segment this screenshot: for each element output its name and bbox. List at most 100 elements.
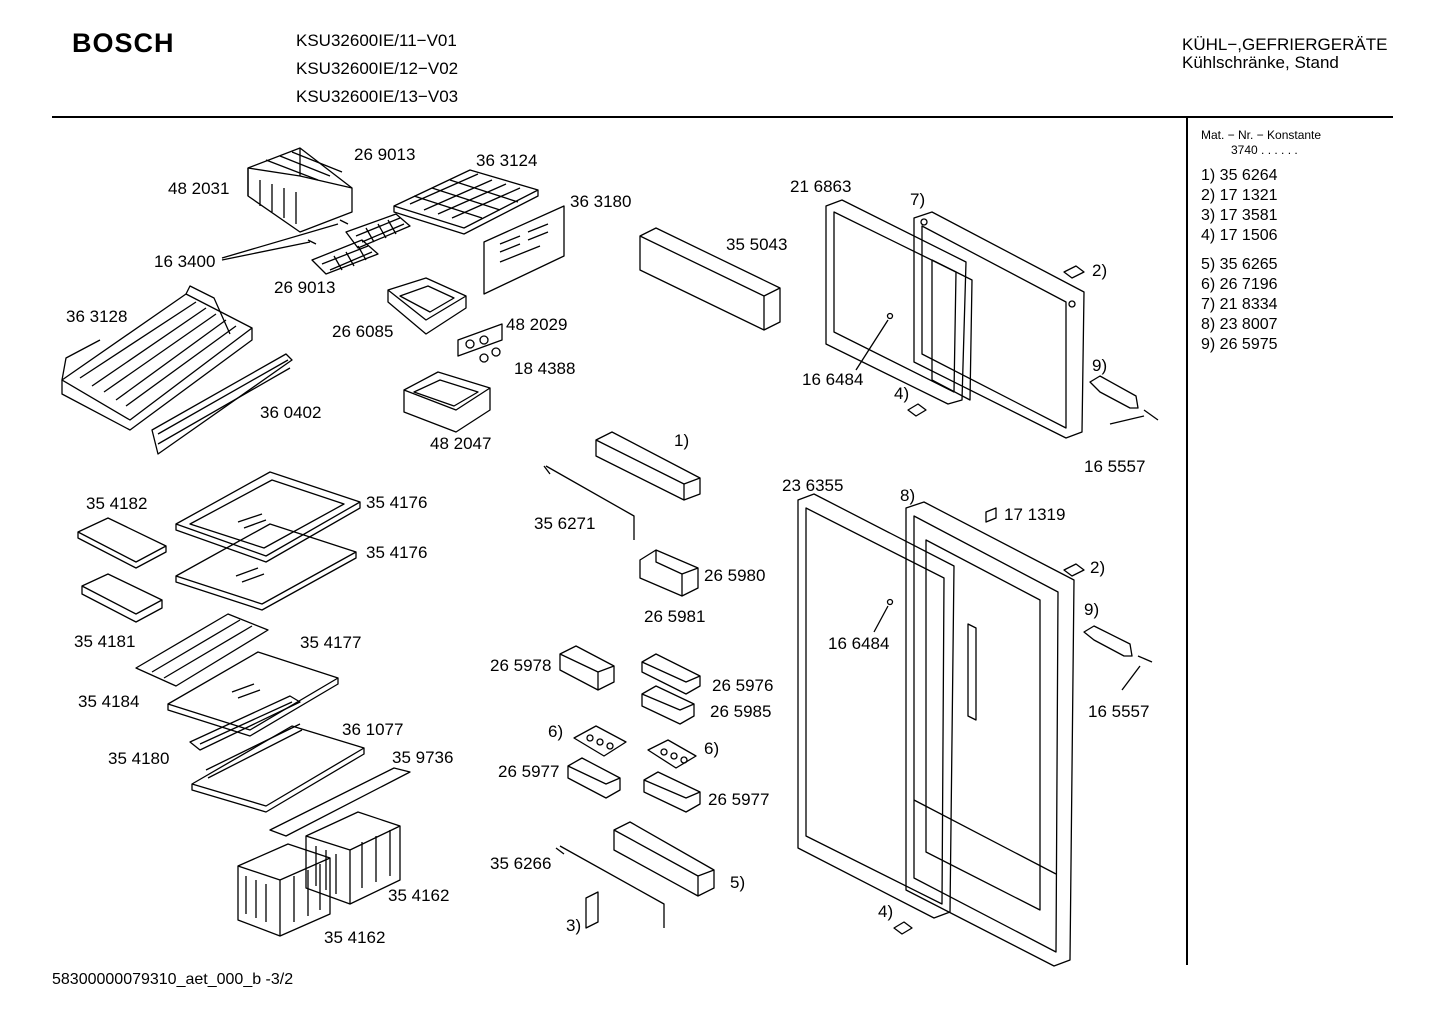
part-label: 35 4176	[366, 543, 428, 562]
part-35-6265-bin	[614, 822, 714, 896]
model-number-1: KSU32600IE/11−V01	[296, 31, 457, 50]
part-48-2031	[248, 148, 352, 232]
part-label: 26 9013	[354, 145, 416, 164]
part-label: 23 6355	[782, 476, 844, 495]
reference-item: 2) 17 1321	[1201, 187, 1278, 204]
reference-item: 8) 23 8007	[1201, 316, 1278, 333]
part-label: 35 9736	[392, 748, 454, 767]
part-17-3581	[586, 892, 598, 928]
part-label: 35 4180	[108, 749, 170, 768]
ref-label: 2)	[1092, 261, 1108, 280]
reference-item: 1) 35 6264	[1201, 167, 1278, 184]
part-label: 48 2029	[506, 315, 568, 334]
model-number-3: KSU32600IE/13−V03	[296, 87, 459, 106]
part-label: 35 4181	[74, 632, 136, 651]
part-label: 16 6484	[802, 370, 864, 389]
ref-label: 6)	[704, 739, 720, 758]
header-divider	[52, 116, 1393, 118]
part-label: 35 5043	[726, 235, 788, 254]
part-label: 36 3180	[570, 192, 632, 211]
ref-label: 3)	[566, 916, 582, 935]
part-35-4176-lower	[176, 524, 356, 610]
egg-tray-right	[648, 740, 696, 768]
egg-tray-left	[574, 726, 626, 756]
reference-item: 3) 17 3581	[1201, 207, 1278, 224]
part-label: 35 4162	[388, 886, 450, 905]
category-line-1: KÜHL−,GEFRIERGERÄTE	[1182, 35, 1388, 54]
part-48-2047	[404, 372, 490, 432]
part-35-4162-right	[306, 812, 400, 904]
part-18-4388	[480, 348, 500, 362]
ref-label: 7)	[910, 190, 926, 209]
part-26-5978	[560, 646, 614, 690]
model-number-2: KSU32600IE/12−V02	[296, 59, 459, 78]
hinge-icons	[888, 266, 1085, 934]
part-label: 48 2031	[168, 179, 230, 198]
part-35-4162-left	[238, 844, 330, 936]
door-upper	[914, 212, 1084, 438]
part-label: 35 6271	[534, 514, 596, 533]
ref-label: 4)	[878, 902, 894, 921]
part-26-5976	[642, 654, 700, 694]
ref-label: 6)	[548, 722, 564, 741]
part-label: 36 1077	[342, 720, 404, 739]
reference-item: 7) 21 8334	[1201, 296, 1278, 313]
part-label: 26 9013	[274, 278, 336, 297]
part-label: 35 4176	[366, 493, 428, 512]
ref-label: 9)	[1092, 356, 1108, 375]
side-panel-header: Mat. − Nr. − Konstante 3740 . . . . . .	[1201, 128, 1321, 158]
part-35-4177	[168, 652, 338, 736]
ref-label: 4)	[894, 384, 910, 403]
part-35-9736	[192, 724, 410, 836]
part-35-6264-bin	[596, 432, 700, 500]
constant-value: 3740 . . . . . .	[1231, 143, 1298, 157]
side-panel-divider	[1186, 118, 1188, 965]
part-label: 17 1319	[1004, 505, 1066, 524]
reference-item: 4) 17 1506	[1201, 227, 1278, 244]
part-label: 48 2047	[430, 434, 492, 453]
part-label: 16 5557	[1084, 457, 1146, 476]
part-label: 26 5977	[708, 790, 770, 809]
part-label: 35 4182	[86, 494, 148, 513]
part-36-3128	[62, 286, 252, 430]
part-36-0402	[152, 354, 292, 454]
part-label: 26 5978	[490, 656, 552, 675]
part-26-5980	[640, 550, 698, 596]
ref-label: 1)	[674, 431, 690, 450]
part-label: 26 5976	[712, 676, 774, 695]
reference-item: 9) 26 5975	[1201, 336, 1278, 353]
ref-label: 5)	[730, 873, 746, 892]
part-26-5985	[642, 686, 694, 724]
ref-label: 8)	[900, 486, 916, 505]
part-26-5977-right	[644, 772, 700, 812]
part-label: 36 0402	[260, 403, 322, 422]
reference-list: 1) 35 6264 2) 17 1321 3) 17 3581 4) 17 1…	[1201, 166, 1278, 355]
part-35-4180	[190, 696, 300, 750]
part-26-9013-lower	[312, 240, 378, 274]
category-line-2: Kühlschränke, Stand	[1182, 53, 1339, 72]
part-35-5043	[640, 228, 780, 330]
part-48-2029	[458, 324, 502, 356]
part-26-5977-left	[568, 758, 620, 798]
handle-upper	[1090, 376, 1158, 424]
part-label: 26 6085	[332, 322, 394, 341]
part-label: 36 3128	[66, 307, 128, 326]
part-35-4181	[82, 574, 162, 622]
reference-item: 6) 26 7196	[1201, 276, 1278, 293]
part-label: 35 4177	[300, 633, 362, 652]
part-36-3124	[394, 170, 538, 234]
reference-item: 5) 35 6265	[1201, 256, 1278, 273]
part-label: 18 4388	[514, 359, 576, 378]
ref-label: 2)	[1090, 558, 1106, 577]
door-lower	[906, 502, 1074, 966]
part-label: 16 6484	[828, 634, 890, 653]
part-label: 35 4184	[78, 692, 140, 711]
material-number-heading: Mat. − Nr. − Konstante	[1201, 128, 1322, 142]
part-35-4176-upper	[176, 472, 360, 562]
document-id: 58300000079310_aet_000_b -3/2	[52, 971, 294, 988]
part-label: 26 5985	[710, 702, 772, 721]
part-label: 35 6266	[490, 854, 552, 873]
part-label: 35 4162	[324, 928, 386, 947]
category-title: KÜHL−,GEFRIERGERÄTE Kühlschränke, Stand	[1182, 36, 1387, 72]
